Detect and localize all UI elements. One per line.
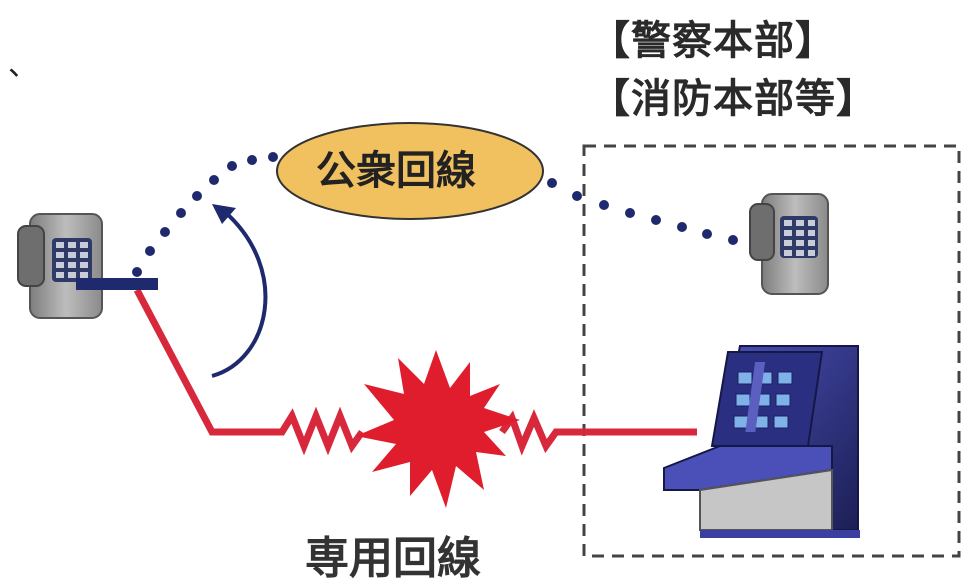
punctuation-mark: 、 <box>8 48 38 83</box>
burst-icon <box>356 350 520 508</box>
police-hq-label: 【警察本部】 <box>590 18 836 64</box>
public-line-label: 公衆回線 <box>316 148 476 194</box>
fire-hq-label: 【消防本部等】 <box>590 76 877 122</box>
dedicated-line-label: 専用回線 <box>305 533 481 584</box>
arrow-head <box>212 204 236 224</box>
headquarters-box <box>582 144 961 558</box>
telephone-icon <box>749 193 829 295</box>
telephone-icon <box>17 213 158 319</box>
public-line-oval <box>276 122 544 220</box>
public-line <box>132 152 738 277</box>
curved-arrow-icon <box>211 210 268 378</box>
control-console-icon <box>663 345 860 538</box>
